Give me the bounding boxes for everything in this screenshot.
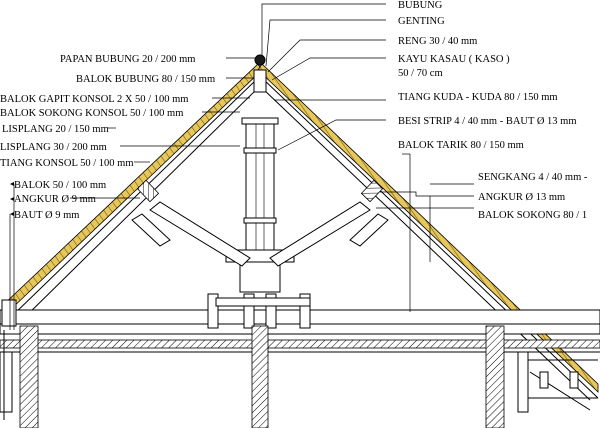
ridge-cap	[254, 54, 266, 66]
tie-beam-bolts	[207, 293, 311, 329]
label-besi-strip: BESI STRIP 4 / 40 mm - BAUT Ø 13 mm	[398, 116, 577, 127]
left-anchor-block	[136, 179, 160, 203]
arrow-baut-left	[10, 212, 14, 216]
arrow-angkur-left	[10, 197, 14, 201]
label-kayu-kasau-size: 50 / 70 cm	[398, 68, 443, 79]
label-balok-sokong-konsol: BALOK SOKONG KONSOL 50 / 100 mm	[0, 108, 183, 119]
label-lisplang-30: LISPLANG 30 / 200 mm	[0, 142, 107, 153]
label-genting: GENTING	[398, 16, 445, 27]
label-balok-gapit: BALOK GAPIT KONSOL 2 X 50 / 100 mm	[0, 94, 188, 105]
right-anchor-block	[360, 179, 384, 203]
label-balok-50: BALOK 50 / 100 mm	[14, 180, 106, 191]
left-eave-detail	[0, 299, 17, 420]
steel-strip-low	[243, 217, 277, 224]
ring-beam	[0, 339, 600, 349]
steel-strip-top	[241, 117, 279, 125]
left-rafter-inner	[19, 87, 259, 323]
left-strut-lower	[131, 213, 171, 247]
label-balok-tarik: BALOK TARIK 80 / 150 mm	[398, 140, 524, 151]
right-eave-detail	[517, 351, 598, 413]
label-kayu-kasau: KAYU KASAU ( KASO )	[398, 54, 510, 65]
label-bubung: BUBUNG	[398, 0, 443, 11]
label-reng: RENG 30 / 40 mm	[398, 36, 477, 47]
label-balok-bubung: BALOK BUBUNG 80 / 150 mm	[76, 74, 215, 85]
ridge-beam	[253, 69, 267, 93]
label-angkur-right: ANGKUR Ø 13 mm	[478, 192, 565, 203]
label-tiang-konsol: TIANG KONSOL 50 / 100 mm	[0, 158, 133, 169]
right-column	[485, 325, 505, 428]
label-tiang-kuda: TIANG KUDA - KUDA 80 / 150 mm	[398, 92, 558, 103]
label-papan-bubung: PAPAN BUBUNG 20 / 200 mm	[60, 54, 195, 65]
center-column	[251, 325, 269, 428]
steel-strip-mid	[243, 147, 277, 154]
king-post-base	[239, 261, 281, 293]
label-angkur-left: ANGKUR Ø 9 mm	[14, 194, 96, 205]
right-strut-lower	[349, 213, 389, 247]
label-baut-left: BAUT Ø 9 mm	[14, 210, 79, 221]
arrow-balok-50	[10, 182, 14, 186]
label-lisplang-20: LISPLANG 20 / 150 mm	[2, 124, 109, 135]
king-post	[245, 117, 275, 253]
label-sengkang: SENGKANG 4 / 40 mm -	[478, 172, 588, 183]
left-strut	[149, 201, 251, 267]
right-strut	[269, 201, 371, 267]
label-balok-sokong-right: BALOK SOKONG 80 / 1	[478, 210, 587, 221]
left-column	[19, 325, 39, 428]
